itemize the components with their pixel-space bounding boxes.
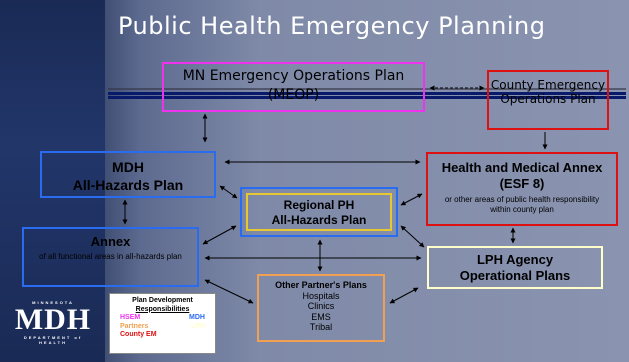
responsibilities-legend: Plan Development Responsibilities HSEM M…: [109, 293, 216, 354]
mdh-plan-line1: MDH: [112, 159, 144, 175]
logo-bottom-text: DEPARTMENT of HEALTH: [23, 335, 83, 345]
meop-label: MN Emergency Operations Plan (MEOP): [182, 68, 405, 103]
sidebar-band: [0, 0, 105, 362]
other-partner-item: EMS: [311, 311, 331, 322]
divider-line: [108, 88, 626, 90]
legend-partners: Partners: [120, 322, 149, 330]
health-annex-sub: or other areas of public health responsi…: [444, 195, 600, 214]
divider-band: [108, 92, 626, 95]
arrow-lph-other: [389, 287, 419, 304]
logo-top-text: MINNESOTA: [32, 300, 74, 305]
lph-plan-line1: LPH Agency: [476, 252, 554, 267]
county-eop-box: County Emergency Operations Plan: [487, 70, 609, 130]
mdh-plan-line2: All-Hazards Plan: [72, 177, 184, 193]
legend-lph: LPH: [191, 322, 205, 330]
regional-plan-box: Regional PH All-Hazards Plan: [240, 187, 398, 237]
arrow-annex-regional: [202, 225, 237, 245]
health-annex-box: Health and Medical Annex (ESF 8) or othe…: [426, 152, 618, 226]
arrow-annex-other: [204, 279, 254, 304]
regional-plan-line1: Regional PH: [283, 198, 355, 212]
annex-box: Annex of all functional areas in all-haz…: [22, 227, 199, 287]
other-partners-box: Other Partner's Plans Hospitals Clinics …: [257, 274, 385, 342]
legend-mdh: MDH: [189, 314, 205, 321]
other-partner-item: Hospitals: [302, 290, 340, 301]
legend-county-em: County EM: [120, 331, 157, 338]
legend-subtitle: Responsibilities: [135, 305, 190, 313]
other-partner-item: Clinics: [307, 301, 335, 311]
arrow-regional-lph: [400, 225, 425, 248]
regional-plan-line2: All-Hazards Plan: [271, 213, 367, 227]
arrow-health-regional: [400, 193, 423, 206]
county-eop-label: County Emergency Operations Plan: [490, 78, 606, 106]
lph-plan-box: LPH Agency Operational Plans: [427, 246, 603, 289]
legend-title: Plan Development: [132, 297, 193, 304]
other-partner-item: Tribal: [309, 322, 333, 332]
other-partners-title: Other Partner's Plans: [275, 280, 367, 290]
arrow-mdh-regional: [219, 185, 238, 199]
logo-mdh-text: MDH: [14, 303, 92, 336]
annex-sub: of all functional areas in all-hazards p…: [39, 252, 182, 261]
meop-box: MN Emergency Operations Plan (MEOP): [162, 62, 425, 112]
lph-plan-line2: Operational Plans: [459, 268, 571, 283]
mdh-logo: MINNESOTA MDH DEPARTMENT of HEALTH: [14, 300, 92, 348]
annex-title: Annex: [90, 234, 131, 249]
mdh-plan-box: MDH All-Hazards Plan: [40, 151, 216, 198]
page-title: Public Health Emergency Planning: [118, 12, 546, 40]
regional-plan-inner: Regional PH All-Hazards Plan: [246, 193, 392, 231]
health-annex-title: Health and Medical Annex (ESF 8): [441, 160, 603, 191]
legend-hsem: HSEM: [120, 314, 141, 321]
